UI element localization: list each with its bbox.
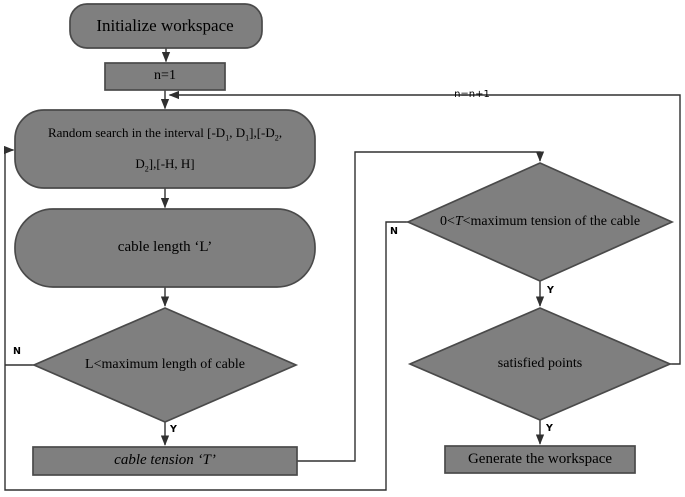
decision-tension-check: [405, 162, 675, 282]
edge-tcheck-no-return-to-random: [3, 145, 408, 491]
random-search-label: Random search in the interval [-D1, D1],…: [17, 110, 313, 188]
cable-length-check-label: L<maximum length of cable: [85, 356, 245, 372]
random-search-line2: D2],[-H, H]: [135, 156, 195, 174]
tension-check-label: 0<T<maximum tension of the cable: [410, 163, 670, 281]
label-no-tension-check: N: [390, 226, 398, 237]
node-cable-length: [14, 208, 316, 288]
cable-length-label: cable length ‘L’: [117, 239, 213, 256]
tension-check-text: 0<T<maximum tension of the cable: [439, 213, 641, 229]
n-equals-1-label: n=1: [154, 68, 176, 84]
initialize-workspace-label: Initialize workspace: [96, 16, 234, 36]
edge-tension-to-tcheck: [297, 151, 545, 462]
cable-tension-label: cable tension ‘T’: [114, 452, 216, 469]
node-generate-workspace: [444, 445, 636, 474]
label-yes-tension-check: Y: [547, 285, 554, 296]
satisfied-points-label: satisfied points: [497, 355, 583, 371]
node-n-equals-1: [104, 62, 226, 91]
label-no-cable-length-check: N: [13, 346, 21, 357]
node-random-search: [14, 109, 316, 189]
decision-cable-length-check: [31, 307, 299, 423]
node-cable-tension: [32, 446, 298, 476]
label-yes-satisfied-points: Y: [546, 423, 553, 434]
decision-satisfied-points: [407, 307, 673, 421]
label-increment-n: n=n+1: [454, 89, 490, 100]
edge-satisfied-no-increment-loop: [168, 90, 681, 365]
node-initialize-workspace: [69, 3, 263, 49]
random-search-line1: Random search in the interval [-D1, D1],…: [47, 125, 283, 143]
generate-workspace-label: Generate the workspace: [467, 450, 613, 467]
label-yes-cable-length-check: Y: [170, 424, 177, 435]
